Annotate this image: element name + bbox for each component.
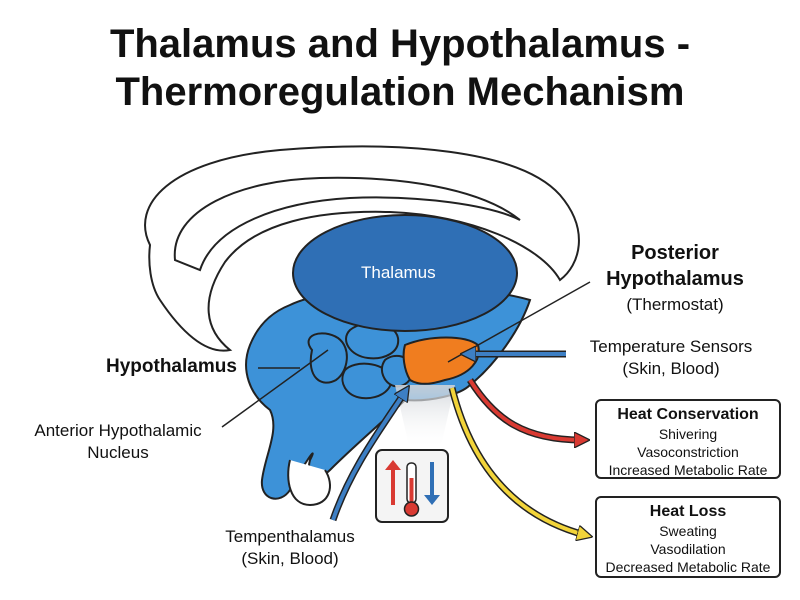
down-arrow-icon bbox=[424, 462, 440, 505]
thalamus-label: Thalamus bbox=[361, 263, 436, 282]
page-title: Thalamus and Hypothalamus - Thermoregula… bbox=[0, 20, 800, 116]
tempen-label-line-2: (Skin, Blood) bbox=[241, 549, 339, 568]
title-line-1: Thalamus and Hypothalamus - bbox=[109, 22, 691, 66]
nucleus-3 bbox=[341, 362, 393, 400]
heat-conservation-item: Increased Metabolic Rate bbox=[608, 462, 768, 478]
heat-loss-title: Heat Loss bbox=[649, 503, 727, 520]
hypothalamus-label: Hypothalamus bbox=[106, 356, 237, 377]
heat-conservation-box: Heat Conservation Shivering Vasoconstric… bbox=[595, 399, 781, 479]
posterior-hypothalamus-shape bbox=[402, 336, 480, 385]
heat-loss-arrow bbox=[448, 387, 586, 539]
anterior-label-line-2: Nucleus bbox=[87, 443, 149, 462]
heat-loss-box: Heat Loss Sweating Vasodilation Decrease… bbox=[595, 496, 781, 578]
fornix-outline bbox=[173, 176, 521, 272]
sensors-label-line-1: Temperature Sensors bbox=[589, 337, 753, 356]
pointer-anterior bbox=[221, 349, 329, 428]
posterior-label-line-3: (Thermostat) bbox=[626, 295, 724, 314]
thermometer-panel bbox=[375, 449, 449, 523]
corpus-callosum-outline bbox=[144, 145, 580, 352]
up-arrow-icon bbox=[385, 460, 401, 505]
sensors-label-line-2: (Skin, Blood) bbox=[622, 359, 720, 378]
anterior-label-line-1: Anterior Hypothalamic bbox=[34, 421, 202, 440]
title-line-2: Thermoregulation Mechanism bbox=[115, 70, 685, 114]
tempen-label-line-1: Tempenthalamus bbox=[225, 527, 355, 546]
pituitary-loop bbox=[287, 459, 331, 507]
posterior-label-line-1: Posterior bbox=[631, 242, 719, 264]
heat-conservation-item: Vasoconstriction bbox=[637, 444, 739, 460]
thalamus-shape bbox=[292, 214, 518, 332]
heat-loss-item: Vasodilation bbox=[650, 541, 726, 557]
posterior-label-line-2: Hypothalamus bbox=[606, 268, 744, 290]
heat-conservation-title: Heat Conservation bbox=[617, 406, 759, 423]
thermometer-icon bbox=[403, 462, 420, 517]
nucleus-1 bbox=[307, 332, 348, 384]
tempenthalamus-label: Tempenthalamus (Skin, Blood) bbox=[200, 526, 380, 570]
temperature-sensors-label: Temperature Sensors (Skin, Blood) bbox=[566, 336, 776, 380]
heat-conservation-item: Shivering bbox=[658, 426, 718, 442]
posterior-hypothalamus-label: Posterior Hypothalamus (Thermostat) bbox=[600, 240, 750, 318]
heat-loss-item: Sweating bbox=[659, 523, 717, 539]
anterior-hypothalamic-label: Anterior Hypothalamic Nucleus bbox=[18, 420, 218, 464]
heat-loss-item: Decreased Metabolic Rate bbox=[605, 559, 771, 575]
